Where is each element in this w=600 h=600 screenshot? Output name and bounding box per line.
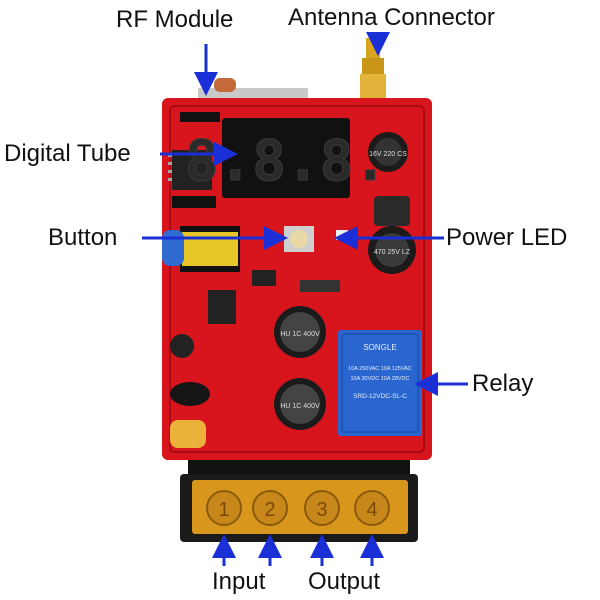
relay: SONGLE 10A 250VAC 10A 125VAC 10A 30VDC 1… (338, 330, 422, 436)
capacitor-hu-top: HU 1C 400V (274, 306, 326, 358)
label-digital-tube: Digital Tube (4, 140, 131, 167)
label-output: Output (308, 568, 381, 595)
terminal-screw (304, 490, 340, 526)
terminal-block: 1 2 3 4 (180, 460, 418, 542)
label-power-led: Power LED (446, 224, 568, 251)
terminal-number: 1 (218, 499, 229, 521)
svg-text:16V 220 CS: 16V 220 CS (369, 151, 407, 158)
yellow-capacitor (170, 420, 206, 448)
terminal-number: 3 (316, 499, 327, 521)
svg-text:SRD-12VDC-SL-C: SRD-12VDC-SL-C (353, 393, 407, 400)
terminal-screw (252, 490, 288, 526)
label-rf-module: RF Module (116, 6, 234, 33)
label-relay: Relay (472, 370, 534, 397)
ic-chip (172, 150, 212, 190)
callout-arrows (142, 32, 468, 566)
svg-text:470 25V LZ: 470 25V LZ (374, 249, 411, 256)
capacitor-top-right: 16V 220 CS (368, 132, 408, 172)
varistor (170, 382, 210, 406)
svg-text:10A 30VDC 10A 28VDC: 10A 30VDC 10A 28VDC (350, 376, 409, 382)
inductor (374, 196, 410, 226)
terminal-screw (354, 490, 390, 526)
terminal-screw (206, 490, 242, 526)
capacitor-hu-bottom: HU 1C 400V (274, 378, 326, 430)
capacitor-mid-right: 470 25V LZ (368, 226, 416, 274)
svg-text:SONGLE: SONGLE (363, 343, 396, 352)
digital-tube: 8.8.8. (184, 118, 388, 198)
label-input: Input (212, 568, 266, 595)
transformer (162, 226, 240, 272)
terminal-number: 2 (264, 499, 275, 521)
svg-text:HU 1C 400V: HU 1C 400V (280, 403, 320, 410)
button[interactable] (284, 226, 314, 252)
label-button: Button (48, 224, 118, 251)
digital-tube-digits: 8.8.8. (185, 129, 387, 194)
svg-text:10A 250VAC 10A 125VAC: 10A 250VAC 10A 125VAC (348, 366, 412, 372)
svg-text:HU 1C 400V: HU 1C 400V (280, 331, 320, 338)
terminal-number: 4 (366, 499, 377, 521)
label-antenna-connector: Antenna Connector (288, 4, 495, 31)
